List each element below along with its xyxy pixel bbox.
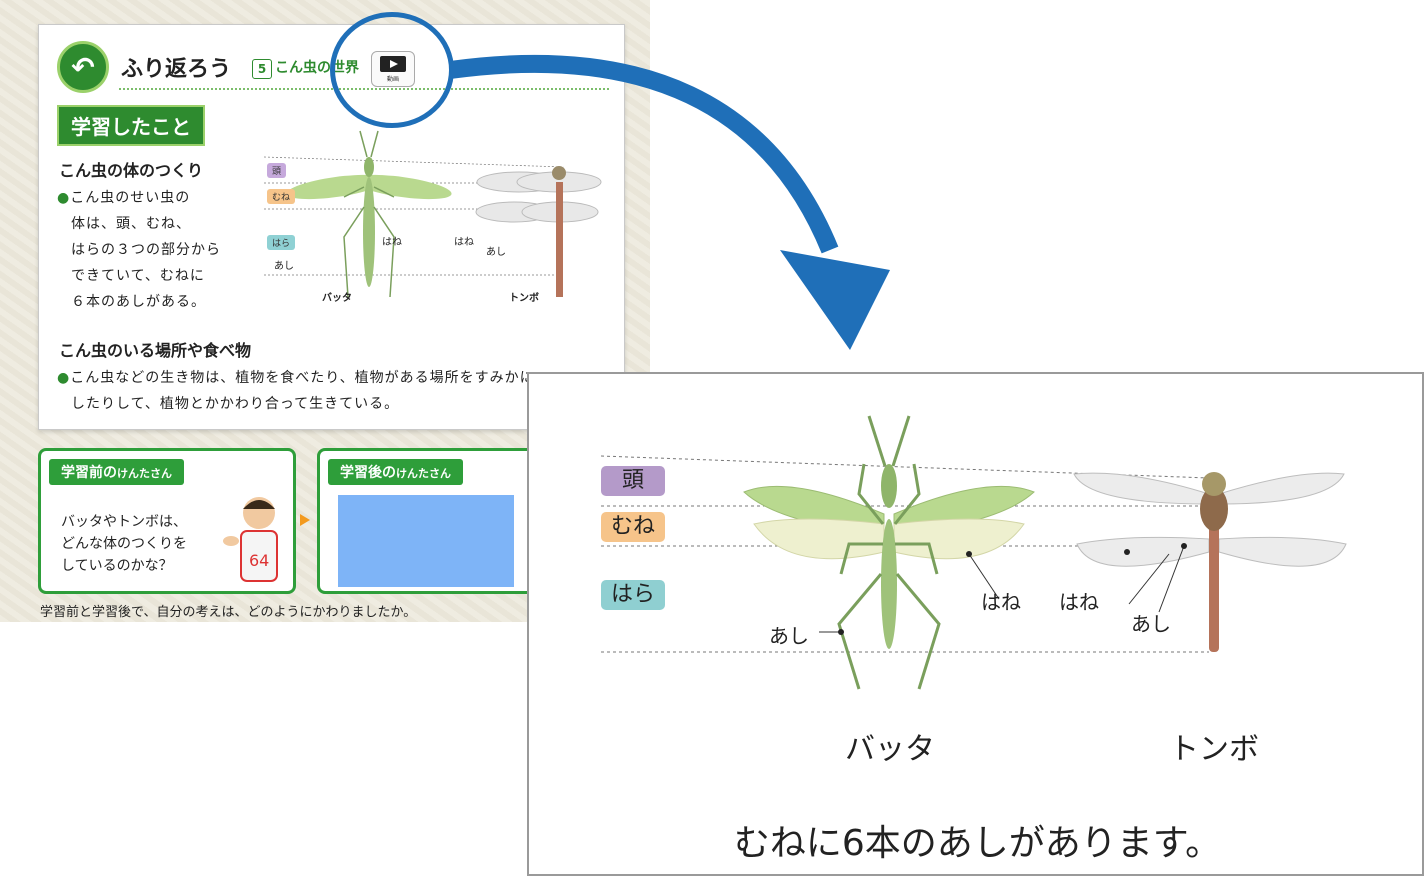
mini-tag-thorax: むね (267, 189, 296, 204)
habitat-text: ●こん虫などの生き物は、植物を食べたり、植物がある場所をすみかに したりして、植… (57, 370, 535, 412)
zoom-arrow-icon (448, 54, 890, 350)
after-panel-title: 学習後のけんたさん (328, 459, 463, 485)
insect-comparison-illustration (600, 415, 1347, 690)
video-caption: むねに6本のあしがあります。 (733, 823, 1222, 864)
page-title: ふり返ろう (121, 57, 232, 82)
return-arrow-icon[interactable]: ↶ (57, 41, 109, 93)
answer-area[interactable] (338, 495, 514, 587)
name-dragonfly: トンボ (1169, 732, 1259, 767)
mini-insect-illustration (263, 130, 602, 298)
name-grasshopper: バッタ (845, 732, 935, 767)
label-grasshopper-wing: はね (981, 590, 1021, 614)
before-thought-text: バッタやトンボは、 どんな体のつくりを しているのかな？ (61, 514, 187, 574)
video-highlight-circle (330, 12, 454, 128)
review-card: ↶ ふり返ろう 5 こん虫の世界 動画 学習したこと こん虫の体のつくり ●こん… (38, 24, 625, 430)
mini-name-grasshopper: バッタ (322, 293, 352, 304)
label-grasshopper-leg: あし (769, 624, 809, 648)
textbook-page: ↶ ふり返ろう 5 こん虫の世界 動画 学習したこと こん虫の体のつくり ●こん… (0, 0, 650, 622)
mini-name-dragonfly: トンボ (509, 293, 539, 304)
mini-tag-head: 頭 (267, 163, 287, 178)
before-panel: 学習前のけんたさん バッタやトンボは、 どんな体のつくりを しているのかな？ 6… (38, 448, 296, 594)
tag-head: 頭 (601, 466, 665, 496)
bullet-icon: ● (57, 190, 71, 206)
habitat-heading: こん虫のいる場所や食べ物 (59, 341, 252, 360)
learned-badge: 学習したこと (57, 105, 205, 146)
svg-text:64: 64 (249, 551, 269, 570)
mini-tag-abdomen: はら (267, 235, 296, 250)
tag-thorax: むね (601, 512, 665, 542)
video-preview-frame: 頭 むね はら はね あし はね あし バッタ トンボ むねに6本のあしがありま… (527, 372, 1424, 876)
before-panel-title: 学習前のけんたさん (49, 459, 184, 485)
insect-mini-figure: 頭 むね はら はね あし はね あし バッタ トンボ (263, 127, 609, 307)
student-avatar: 64 (223, 497, 278, 582)
mini-label-leg-dragonfly: あし (486, 247, 506, 258)
label-dragonfly-wing: はね (1059, 590, 1099, 614)
mini-label-wing-grasshopper: はね (382, 237, 402, 248)
label-dragonfly-leg: あし (1131, 612, 1171, 636)
tag-abdomen: はら (601, 580, 665, 610)
bullet-icon: ● (57, 370, 71, 386)
mini-label-wing-dragonfly: はね (454, 237, 474, 248)
reflection-question: 学習前と学習後で、自分の考えは、どのようにかわりましたか。 (40, 605, 417, 620)
body-structure-text: ●こん虫のせい虫の 体は、頭、むね、 はらの３つの部分から できていて、むねに … (57, 190, 221, 310)
mini-label-leg-grasshopper: あし (274, 261, 294, 272)
panel-arrow-icon (300, 514, 310, 526)
body-structure-heading: こん虫の体のつくり (59, 161, 204, 180)
section-number-badge: 5 (252, 59, 272, 79)
